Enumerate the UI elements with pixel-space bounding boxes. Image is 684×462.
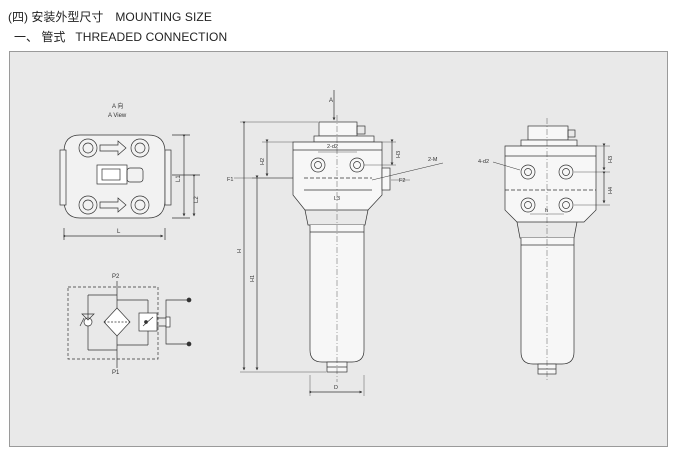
- mount-hole-icon: [78, 195, 98, 215]
- dim-h3: H3: [396, 151, 402, 158]
- hydraulic-symbol: P2 P1: [67, 274, 192, 376]
- filter-head-side: [504, 145, 597, 223]
- dim-h-small: h: [545, 208, 548, 214]
- dim-2d2: 2-d2: [327, 144, 338, 150]
- bolt-hole-icon: [310, 157, 326, 173]
- flow-arrow-icon: [99, 197, 127, 213]
- a-view-port-right: [164, 149, 172, 206]
- bolt-hole-icon: [520, 164, 536, 180]
- mount-hole-icon: [130, 195, 150, 215]
- a-view-label-cn: A 向: [112, 102, 123, 110]
- bolt-hole-icon: [520, 197, 536, 213]
- dim-l3: L3: [334, 196, 340, 202]
- bolt-hole-icon: [558, 197, 574, 213]
- indicator-plug: [126, 167, 144, 183]
- indicator-block: [96, 164, 128, 185]
- port-p2: P2: [112, 274, 120, 280]
- check-valve-icon: [83, 317, 93, 327]
- dim-l1: L1: [176, 175, 182, 182]
- dim-h1: H1: [250, 275, 256, 282]
- indicator-head: [318, 121, 358, 137]
- sub-heading: 一、 管式 THREADED CONNECTION: [14, 30, 227, 44]
- dim-h: H: [237, 249, 243, 253]
- dim-h3-side: H3: [608, 156, 614, 163]
- dim-d: D: [334, 385, 338, 391]
- port-p1: P1: [112, 370, 120, 376]
- filter-bowl-side: [520, 238, 575, 365]
- side-view: 4-d2 H3 H4 h: [478, 118, 614, 382]
- flow-arrow-icon: [99, 140, 127, 156]
- a-view-label-en: A View: [108, 113, 127, 119]
- filter-symbol-icon: [103, 307, 131, 337]
- bolt-hole-icon: [558, 164, 574, 180]
- dim-2m: 2-M: [428, 157, 438, 163]
- dim-f2: F2: [399, 178, 405, 184]
- symbol-boundary: [67, 286, 159, 360]
- dim-l2: L2: [194, 196, 200, 203]
- sub-heading-cn: 一、 管式: [14, 30, 66, 44]
- sub-heading-en: THREADED CONNECTION: [75, 30, 228, 44]
- dim-h4: H4: [608, 187, 614, 194]
- indicator-head-side: [527, 125, 569, 141]
- mount-hole-icon: [78, 138, 98, 158]
- dim-h2: H2: [260, 158, 266, 165]
- section-heading-cn: (四) 安装外型尺寸: [8, 10, 104, 24]
- a-view: A 向 A View L L1 L2: [59, 102, 200, 240]
- arrow-a: A: [329, 98, 333, 104]
- mount-hole-icon: [130, 138, 150, 158]
- pressure-switch-icon: [138, 312, 158, 332]
- dim-4d2: 4-d2: [478, 159, 489, 165]
- front-view: A 2-d2 2-M F1 F2: [227, 90, 444, 396]
- dim-f1: F1: [227, 177, 233, 183]
- a-view-port-left: [59, 149, 67, 206]
- section-heading: (四) 安装外型尺寸 MOUNTING SIZE: [8, 10, 212, 24]
- section-heading-en: MOUNTING SIZE: [115, 10, 212, 24]
- dim-l: L: [117, 229, 121, 235]
